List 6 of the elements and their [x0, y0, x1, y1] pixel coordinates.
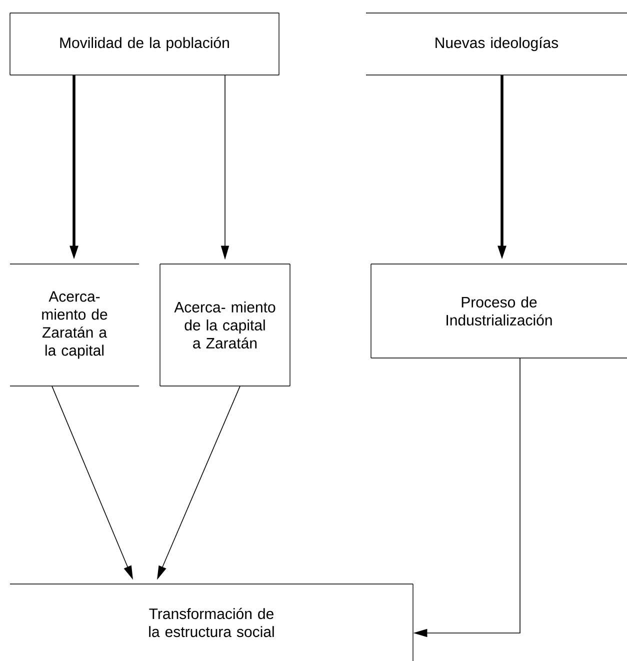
process-box: Movilidad de la población: [10, 12, 280, 76]
process-box: Nuevas ideologías: [366, 12, 627, 76]
process-box: Acerca- miento de la capital a Zaratán: [160, 264, 290, 386]
process-box: Transformación de la estructura social: [10, 584, 414, 661]
process-box: Proceso de Industrialización: [370, 264, 627, 358]
process-box: Acerca- miento de Zaratán a la capital: [10, 264, 140, 386]
